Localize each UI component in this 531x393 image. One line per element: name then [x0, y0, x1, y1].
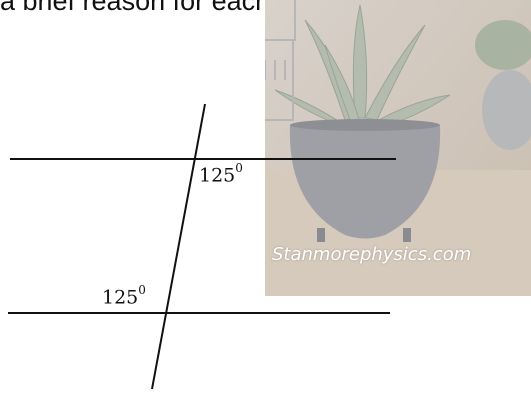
angle-label-bottom: 1250 — [102, 283, 146, 309]
angle-bottom-degree: 0 — [138, 283, 146, 297]
angle-label-top: 1250 — [199, 161, 243, 187]
angle-bottom-value: 125 — [102, 286, 139, 309]
watermark-image — [265, 0, 531, 296]
angle-top-degree: 0 — [235, 161, 243, 175]
watermark-photo — [265, 0, 531, 296]
angle-top-value: 125 — [199, 164, 236, 187]
transversal-line — [151, 103, 206, 390]
watermark-label: Stanmorephysics.com — [272, 244, 472, 265]
